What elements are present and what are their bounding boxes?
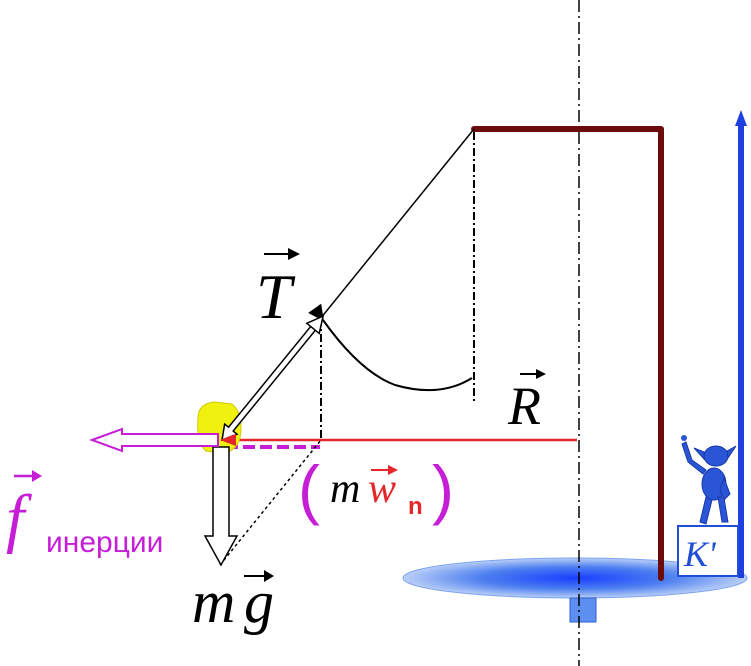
mass-symbol: m (330, 466, 360, 512)
tension-label: T (256, 248, 300, 332)
centripetal-term: ( m w n ) (298, 452, 454, 526)
angle-arc (308, 303, 473, 392)
acceleration-subscript: n (408, 493, 423, 520)
acceleration-symbol: w (368, 466, 396, 512)
gravity-g-symbol: g (244, 569, 274, 635)
frame-pedestal (677, 525, 739, 577)
inertia-symbol: f (6, 482, 32, 555)
svg-text:(: ( (298, 452, 320, 526)
tension-symbol: T (256, 261, 296, 332)
gravity-mass-symbol: m (192, 569, 235, 635)
inertia-subscript: инерции (46, 526, 163, 559)
radius-symbol: R (507, 376, 541, 436)
frame-post (471, 126, 664, 581)
angular-velocity-arrow (735, 110, 747, 578)
parallelogram-dots (219, 439, 322, 566)
tension-arrow (221, 314, 325, 442)
observer-figure-icon: K' (677, 435, 739, 577)
centripetal-arrowhead (220, 434, 236, 446)
frame-label: K' (683, 534, 717, 574)
inertia-force-arrow (89, 427, 219, 453)
gravity-arrow (203, 446, 239, 567)
svg-text:): ) (432, 452, 454, 526)
gravity-label: m g (192, 569, 274, 635)
inertia-label: f инерции (6, 470, 163, 559)
radius-label: R (507, 369, 546, 436)
